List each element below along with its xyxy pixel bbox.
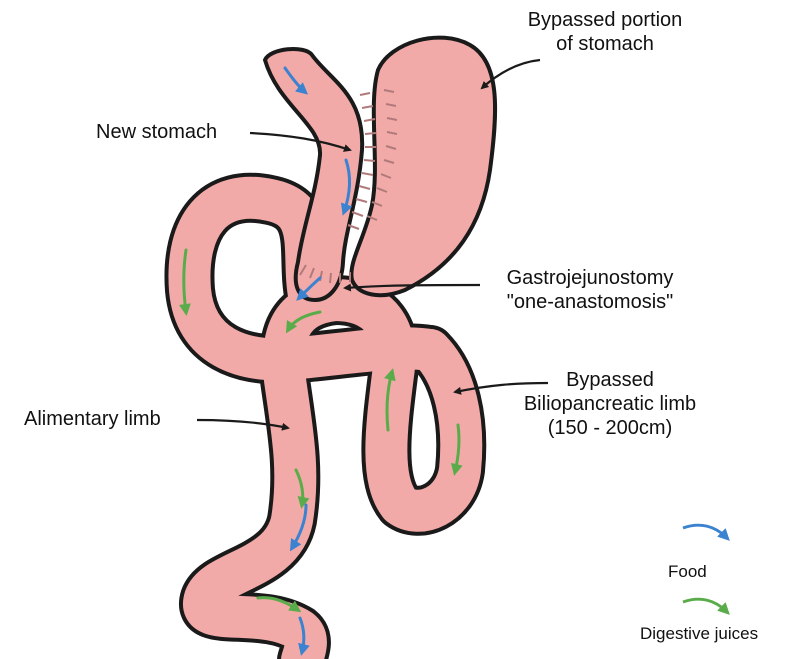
legend-digestive-juices-label: Digestive juices xyxy=(640,622,758,646)
bypassed-stomach xyxy=(351,38,495,296)
new-stomach-pouch xyxy=(265,49,362,300)
blue-arrow-icon xyxy=(683,525,727,538)
label-bypassed-portion-line2: of stomach xyxy=(500,32,710,56)
legend-food-label: Food xyxy=(668,560,707,584)
label-biliopancreatic-line3: (150 - 200cm) xyxy=(480,416,740,440)
label-biliopancreatic-line2: Biliopancreatic limb xyxy=(480,392,740,416)
label-new-stomach: New stomach xyxy=(96,120,217,144)
label-gastrojejunostomy: Gastrojejunostomy "one-anastomosis" xyxy=(470,266,710,314)
label-biliopancreatic-line1: Bypassed xyxy=(480,368,740,392)
label-alimentary-limb: Alimentary limb xyxy=(24,407,161,431)
green-arrow-icon xyxy=(683,599,727,612)
label-bypassed-portion: Bypassed portion of stomach xyxy=(500,8,710,56)
label-gastrojejunostomy-line2: "one-anastomosis" xyxy=(470,290,710,314)
label-gastrojejunostomy-line1: Gastrojejunostomy xyxy=(470,266,710,290)
label-bypassed-portion-line1: Bypassed portion xyxy=(500,8,710,32)
label-biliopancreatic-limb: Bypassed Biliopancreatic limb (150 - 200… xyxy=(480,368,740,440)
